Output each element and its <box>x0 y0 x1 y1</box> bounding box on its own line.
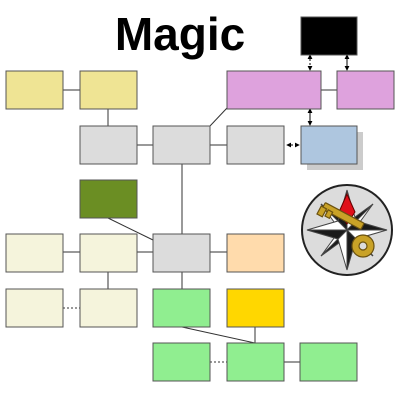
node-blue <box>300 125 358 165</box>
node-cream-4 <box>79 288 138 328</box>
compass-star-with-key-icon <box>301 184 393 276</box>
node-pink-2 <box>336 70 395 110</box>
connector <box>181 326 256 344</box>
node-grey-4 <box>152 233 211 273</box>
node-gold <box>226 288 285 328</box>
node-green-3 <box>226 342 285 382</box>
page-title: Magic <box>114 8 246 60</box>
node-cream-2 <box>79 233 138 273</box>
diagram-nodes <box>5 16 395 382</box>
connector <box>209 107 228 127</box>
node-green-4 <box>299 342 358 382</box>
node-peach <box>226 233 285 273</box>
node-pink-1 <box>226 70 322 110</box>
connector-lines <box>63 54 350 363</box>
node-yellow-1 <box>5 70 64 110</box>
node-grey-1 <box>79 125 138 165</box>
node-cream-1 <box>5 233 64 273</box>
node-olive <box>79 179 138 219</box>
connector <box>107 217 154 241</box>
node-grey-3 <box>226 125 285 165</box>
node-grey-2 <box>152 125 211 165</box>
node-green-2 <box>152 342 211 382</box>
node-black <box>300 16 358 56</box>
node-green-1 <box>152 288 211 328</box>
node-cream-3 <box>5 288 64 328</box>
node-yellow-2 <box>79 70 138 110</box>
